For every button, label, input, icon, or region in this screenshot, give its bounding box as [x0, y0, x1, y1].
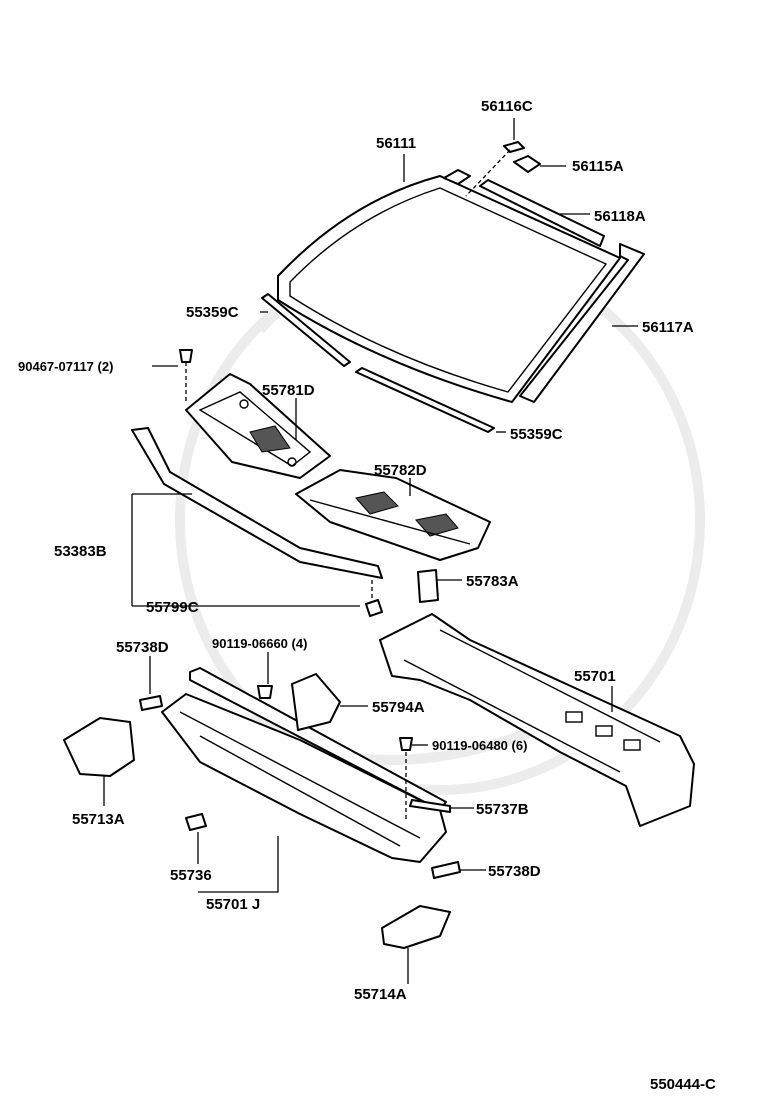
label-90467: 90467-07117 (2): [18, 359, 113, 374]
label-55783A: 55783A: [466, 573, 519, 590]
cowl-louver-left: [185, 373, 331, 479]
label-53383B: 53383B: [54, 543, 107, 560]
bolt-90467: [179, 349, 193, 363]
label-56111: 56111: [376, 135, 416, 152]
upper-moulding-56118A: [479, 179, 605, 247]
leader-lines: [103, 118, 638, 984]
label-55701: 55701: [574, 668, 616, 685]
label-55736: 55736: [170, 867, 212, 884]
label-56115A: 56115A: [572, 158, 624, 175]
label-55781D: 55781D: [262, 382, 315, 399]
label-90119-06660: 90119-06660 (4): [212, 636, 307, 651]
lower-moulding-left: [261, 293, 351, 367]
label-90119-06480: 90119-06480 (6): [432, 738, 527, 753]
label-55359C-lower: 55359C: [510, 426, 563, 443]
pad-55736: [185, 813, 207, 831]
corner-moulding: [443, 169, 471, 185]
side-moulding-56117A: [519, 243, 645, 403]
label-56116C: 56116C: [481, 98, 533, 115]
seal-53383B: [131, 427, 383, 579]
label-55799C: 55799C: [146, 599, 199, 616]
lower-moulding-mid: [355, 367, 495, 433]
bolt-90119-06480: [399, 737, 413, 751]
label-56118A: 56118A: [594, 208, 646, 225]
seal-55737B: [409, 799, 451, 813]
label-55701J: 55701 J: [206, 896, 260, 913]
bracket-55794A: [291, 673, 341, 731]
bolt-90119-06660: [257, 685, 273, 699]
label-55714A: 55714A: [354, 986, 407, 1003]
clip-56115A: [513, 155, 541, 173]
doc-code: 550444-C: [650, 1076, 716, 1093]
label-55794A: 55794A: [372, 699, 425, 716]
stopper-56116C: [503, 141, 525, 153]
label-56117A: 56117A: [642, 319, 694, 336]
bracket-55713A: [63, 717, 135, 777]
label-55782D: 55782D: [374, 462, 427, 479]
bracket-55714A: [381, 905, 451, 949]
spacer-55738D-right: [431, 861, 461, 879]
pad-55783A: [417, 569, 439, 603]
cowl-top-panel: [379, 613, 695, 827]
clip-55799C: [365, 599, 383, 617]
label-55738D-left: 55738D: [116, 639, 169, 656]
windshield-glass: [277, 175, 621, 403]
label-55737B: 55737B: [476, 801, 529, 818]
label-55359C-upper: 55359C: [186, 304, 239, 321]
label-55713A: 55713A: [72, 811, 125, 828]
cowl-louver-right: [295, 469, 491, 561]
label-55738D-right: 55738D: [488, 863, 541, 880]
spacer-55738D-left: [139, 695, 163, 711]
lower-cowl-panel: [161, 667, 447, 863]
